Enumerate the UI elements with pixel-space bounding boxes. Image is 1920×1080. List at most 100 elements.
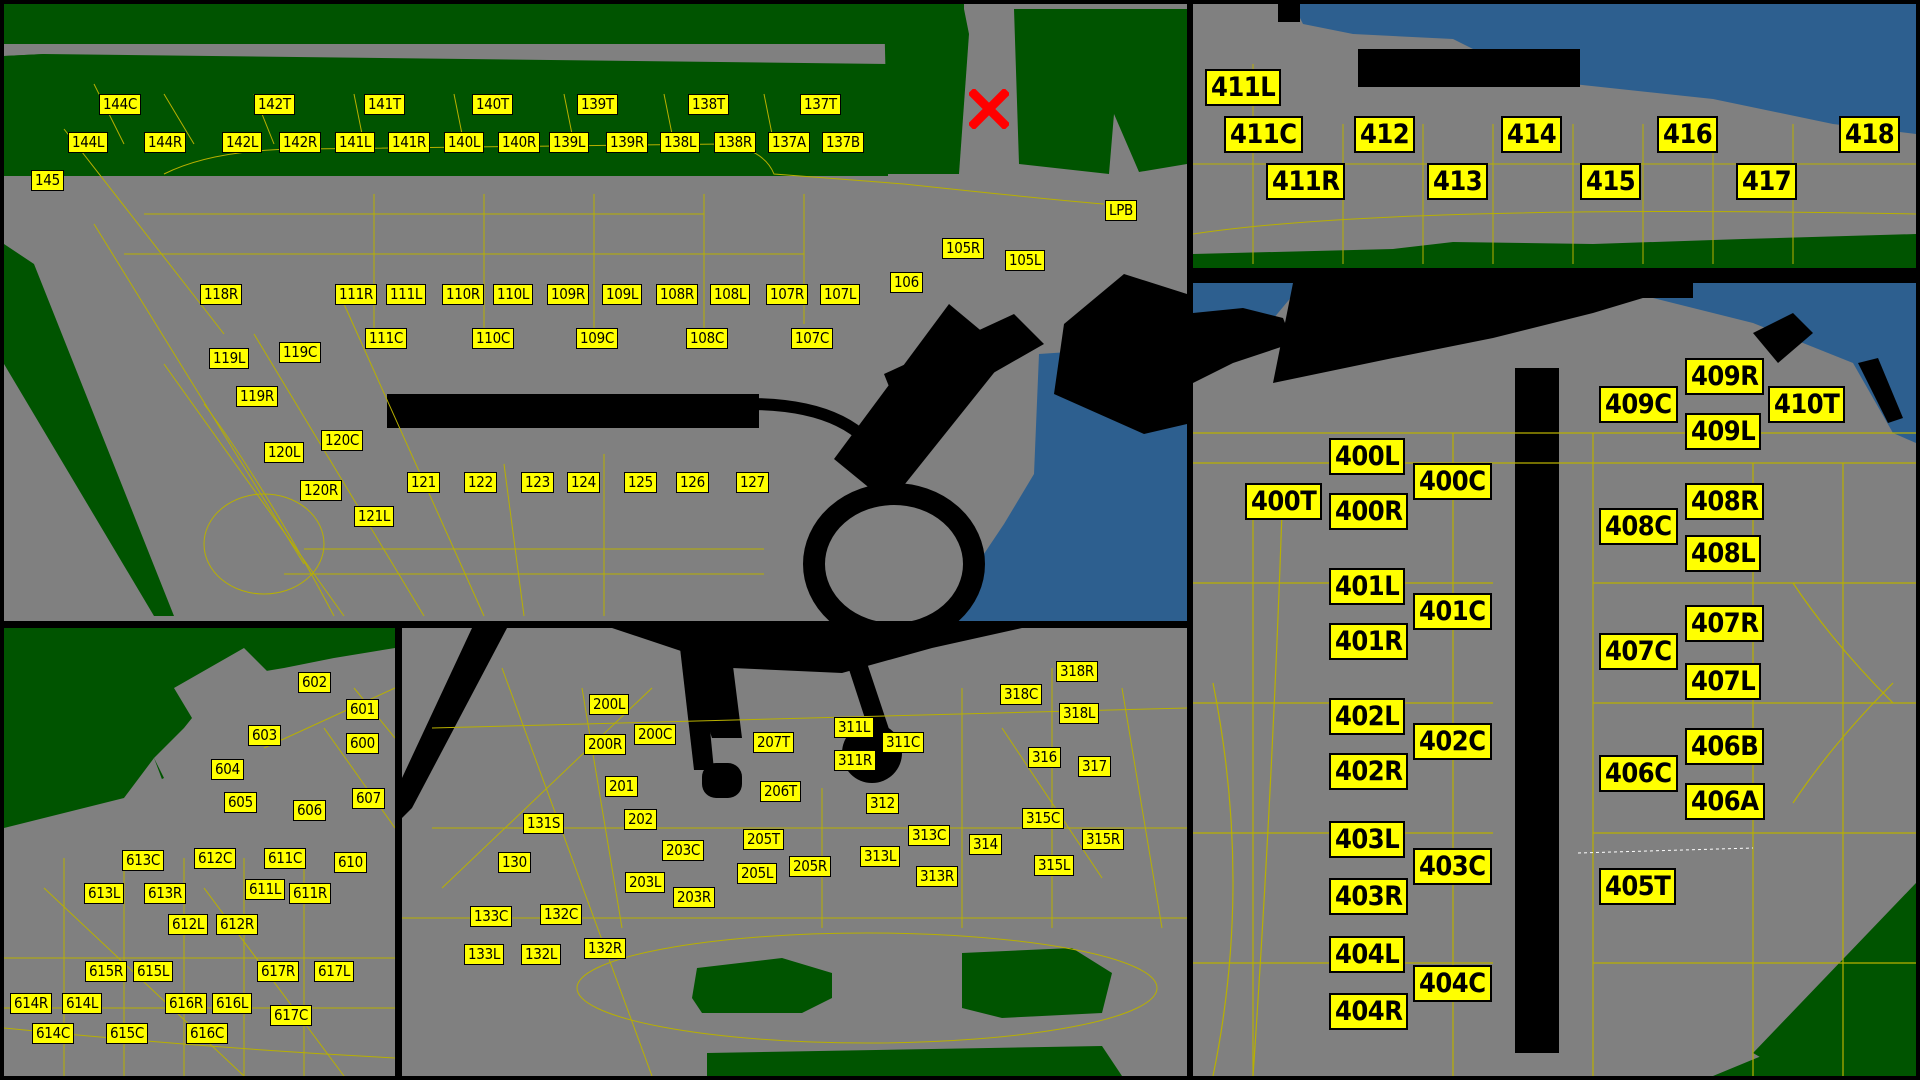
stand-615R[interactable]: 615R <box>85 961 127 982</box>
stand-200C[interactable]: 200C <box>634 724 676 745</box>
stand-141R[interactable]: 141R <box>388 132 430 153</box>
stand-402L[interactable]: 402L <box>1329 698 1406 735</box>
stand-614R[interactable]: 614R <box>10 993 52 1014</box>
stand-109C[interactable]: 109C <box>576 328 618 349</box>
stand-125[interactable]: 125 <box>624 472 657 493</box>
stand-408L[interactable]: 408L <box>1685 535 1762 572</box>
stand-617C[interactable]: 617C <box>270 1005 312 1026</box>
stand-312[interactable]: 312 <box>866 793 899 814</box>
stand-408C[interactable]: 408C <box>1599 508 1678 545</box>
stand-405T[interactable]: 405T <box>1599 868 1677 905</box>
stand-400R[interactable]: 400R <box>1329 493 1409 530</box>
stand-409C[interactable]: 409C <box>1599 386 1678 423</box>
stand-613R[interactable]: 613R <box>144 883 186 904</box>
stand-132R[interactable]: 132R <box>584 938 626 959</box>
stand-404L[interactable]: 404L <box>1329 936 1406 973</box>
stand-614L[interactable]: 614L <box>62 993 103 1014</box>
stand-407L[interactable]: 407L <box>1685 663 1762 700</box>
stand-144C[interactable]: 144C <box>99 94 141 115</box>
stand-602[interactable]: 602 <box>298 672 331 693</box>
stand-611L[interactable]: 611L <box>245 879 286 900</box>
stand-313L[interactable]: 313L <box>860 846 901 867</box>
stand-119R[interactable]: 119R <box>236 386 278 407</box>
stand-109R[interactable]: 109R <box>547 284 589 305</box>
stand-407R[interactable]: 407R <box>1685 605 1765 642</box>
stand-311C[interactable]: 311C <box>882 732 924 753</box>
stand-132L[interactable]: 132L <box>521 944 562 965</box>
stand-406C[interactable]: 406C <box>1599 755 1678 792</box>
stand-141L[interactable]: 141L <box>335 132 376 153</box>
stand-202[interactable]: 202 <box>624 809 657 830</box>
stand-120C[interactable]: 120C <box>321 430 363 451</box>
stand-401R[interactable]: 401R <box>1329 623 1409 660</box>
stand-140L[interactable]: 140L <box>444 132 485 153</box>
stand-137A[interactable]: 137A <box>768 132 810 153</box>
stand-407C[interactable]: 407C <box>1599 633 1678 670</box>
stand-313C[interactable]: 313C <box>908 825 950 846</box>
stand-603[interactable]: 603 <box>248 725 281 746</box>
stand-411C[interactable]: 411C <box>1224 116 1303 153</box>
stand-110C[interactable]: 110C <box>472 328 514 349</box>
stand-616C[interactable]: 616C <box>186 1023 228 1044</box>
stand-203L[interactable]: 203L <box>625 872 666 893</box>
stand-120R[interactable]: 120R <box>300 480 342 501</box>
stand-121L[interactable]: 121L <box>354 506 395 527</box>
stand-611R[interactable]: 611R <box>289 883 331 904</box>
stand-LPB[interactable]: LPB <box>1105 200 1138 221</box>
stand-120L[interactable]: 120L <box>264 442 305 463</box>
stand-142R[interactable]: 142R <box>279 132 321 153</box>
stand-130[interactable]: 130 <box>498 852 531 873</box>
stand-611C[interactable]: 611C <box>264 848 306 869</box>
stand-123[interactable]: 123 <box>521 472 554 493</box>
stand-205R[interactable]: 205R <box>789 856 831 877</box>
stand-315L[interactable]: 315L <box>1034 855 1075 876</box>
stand-616L[interactable]: 616L <box>212 993 253 1014</box>
stand-200L[interactable]: 200L <box>589 694 630 715</box>
stand-606[interactable]: 606 <box>293 800 326 821</box>
stand-412[interactable]: 412 <box>1354 116 1416 153</box>
stand-133L[interactable]: 133L <box>464 944 505 965</box>
stand-142L[interactable]: 142L <box>222 132 263 153</box>
stand-403C[interactable]: 403C <box>1413 848 1492 885</box>
stand-139R[interactable]: 139R <box>606 132 648 153</box>
stand-138L[interactable]: 138L <box>660 132 701 153</box>
stand-414[interactable]: 414 <box>1501 116 1563 153</box>
stand-105R[interactable]: 105R <box>942 238 984 259</box>
stand-206T[interactable]: 206T <box>760 781 801 802</box>
stand-106[interactable]: 106 <box>890 272 923 293</box>
stand-604[interactable]: 604 <box>211 759 244 780</box>
stand-418[interactable]: 418 <box>1839 116 1901 153</box>
stand-409R[interactable]: 409R <box>1685 358 1765 395</box>
stand-401C[interactable]: 401C <box>1413 593 1492 630</box>
stand-409L[interactable]: 409L <box>1685 413 1762 450</box>
stand-313R[interactable]: 313R <box>916 866 958 887</box>
stand-141T[interactable]: 141T <box>364 94 405 115</box>
stand-612C[interactable]: 612C <box>194 848 236 869</box>
stand-615C[interactable]: 615C <box>106 1023 148 1044</box>
stand-132C[interactable]: 132C <box>540 904 582 925</box>
stand-617R[interactable]: 617R <box>257 961 299 982</box>
stand-316[interactable]: 316 <box>1028 747 1061 768</box>
stand-137B[interactable]: 137B <box>822 132 864 153</box>
stand-318C[interactable]: 318C <box>1000 684 1042 705</box>
stand-203C[interactable]: 203C <box>662 840 704 861</box>
stand-122[interactable]: 122 <box>464 472 497 493</box>
stand-108R[interactable]: 108R <box>656 284 698 305</box>
stand-105L[interactable]: 105L <box>1005 250 1046 271</box>
stand-108C[interactable]: 108C <box>686 328 728 349</box>
stand-138T[interactable]: 138T <box>688 94 729 115</box>
stand-601[interactable]: 601 <box>346 699 379 720</box>
stand-205L[interactable]: 205L <box>737 863 778 884</box>
stand-614C[interactable]: 614C <box>32 1023 74 1044</box>
stand-613C[interactable]: 613C <box>122 850 164 871</box>
stand-404C[interactable]: 404C <box>1413 965 1492 1002</box>
stand-400L[interactable]: 400L <box>1329 438 1406 475</box>
stand-119C[interactable]: 119C <box>279 342 321 363</box>
stand-317[interactable]: 317 <box>1078 756 1111 777</box>
stand-408R[interactable]: 408R <box>1685 483 1765 520</box>
stand-111L[interactable]: 111L <box>386 284 427 305</box>
stand-617L[interactable]: 617L <box>314 961 355 982</box>
stand-616R[interactable]: 616R <box>165 993 207 1014</box>
stand-205T[interactable]: 205T <box>743 829 784 850</box>
stand-612L[interactable]: 612L <box>168 914 209 935</box>
